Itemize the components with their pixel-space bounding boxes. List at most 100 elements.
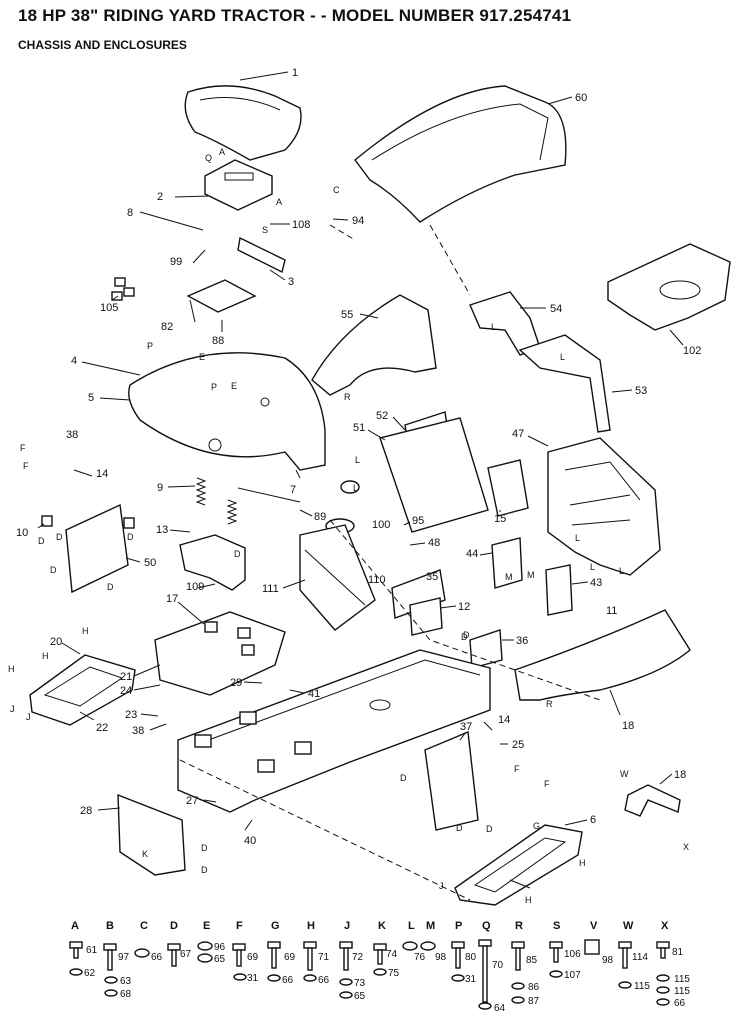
hardware-number: 66 (282, 975, 294, 986)
reference-letter: H (579, 858, 586, 868)
hardware-letter: V (590, 920, 598, 932)
spacer-part (114, 277, 126, 287)
grille-part (487, 459, 529, 517)
callout-label: 110 (368, 574, 386, 586)
hardware-number: 106 (564, 949, 581, 960)
reference-letter: D (461, 632, 468, 642)
hardware-number: 65 (214, 954, 226, 965)
bolt-icon (618, 941, 632, 949)
hardware-letter: R (515, 920, 523, 932)
hardware-letter: M (426, 920, 435, 932)
reference-letter: F (544, 779, 550, 789)
hardware-number: 66 (674, 998, 686, 1009)
bolt-icon (232, 943, 246, 951)
callout-label: 47 (512, 428, 524, 440)
bracket-plate-part (391, 569, 446, 619)
fastener-reference-letters: Q A A C S P E P E F F D D D D D D D L L … (8, 147, 689, 905)
hardware-number: 68 (120, 989, 132, 1000)
hardware-letter: S (553, 920, 560, 932)
hardware-part-numbers: 61 62 97 63 68 66 67 96 65 69 31 69 66 7… (84, 942, 690, 1014)
callout-label: 89 (314, 511, 326, 523)
bolt-icon (511, 941, 525, 949)
callout-label: 12 (458, 601, 470, 613)
front-bracket-part (117, 793, 186, 876)
callout-label: 52 (376, 410, 388, 422)
callout-label: 13 (156, 524, 168, 536)
hardware-number: 96 (214, 942, 226, 953)
hardware-letter: L (408, 920, 415, 932)
hardware-letter: W (623, 920, 634, 932)
hardware-number: 74 (386, 949, 398, 960)
seat-pan-part (154, 611, 286, 696)
reference-letter: A (219, 147, 225, 157)
reference-letter: D (56, 532, 63, 542)
mounting-plate-part (299, 524, 376, 631)
callout-label: 44 (466, 548, 478, 560)
callout-label: 20 (50, 636, 62, 648)
callout-label: 22 (96, 722, 108, 734)
callout-label: 23 (125, 709, 137, 721)
callout-label: 105 (100, 302, 118, 314)
bracket-part (469, 291, 541, 356)
callout-label: 111 (262, 583, 279, 595)
bolt-icon (339, 941, 353, 949)
hardware-letter: F (236, 920, 243, 932)
reference-letter: P (147, 341, 153, 351)
callout-label: 109 (186, 581, 204, 593)
reference-letter: J (10, 704, 15, 714)
hardware-number: 69 (284, 952, 296, 963)
reference-letter: J (26, 712, 31, 722)
hardware-number: 31 (247, 973, 259, 984)
plate-part (186, 279, 257, 313)
hardware-letter: G (271, 920, 280, 932)
bolt-icon (69, 941, 83, 949)
reference-letter: H (82, 626, 89, 636)
reference-letter: D (400, 773, 407, 783)
hardware-number: 114 (632, 952, 648, 963)
hardware-number: 76 (414, 952, 426, 963)
rubber-bumper-part (340, 480, 360, 494)
reference-letter: F (514, 764, 520, 774)
callout-label: 82 (161, 321, 173, 333)
nut-icon (134, 948, 150, 958)
lower-panel-part (65, 503, 129, 594)
callout-label: 5 (88, 392, 94, 404)
callout-label: 25 (512, 739, 524, 751)
callout-label: 38 (66, 429, 78, 441)
callout-label: 60 (575, 92, 587, 104)
callout-label: 41 (308, 688, 320, 700)
callout-label: 50 (144, 557, 156, 569)
reference-letter: C (333, 185, 340, 195)
frame-part (177, 649, 491, 813)
callout-label: 40 (244, 835, 256, 847)
hardware-number: 97 (118, 952, 130, 963)
callout-labels: 1 60 2 108 94 8 99 3 105 82 88 55 54 102… (16, 67, 701, 889)
callout-label: 21 (120, 671, 132, 683)
hardware-number: 62 (84, 968, 96, 979)
hardware-letter: H (307, 920, 315, 932)
washer-icon (402, 941, 418, 951)
reference-letter: L (590, 562, 595, 572)
hardware-number: 80 (465, 952, 477, 963)
left-foot-rest-part (29, 654, 136, 726)
hardware-number: 98 (602, 955, 614, 966)
callout-label: 48 (428, 537, 440, 549)
callout-label: 7 (290, 484, 296, 496)
reference-letter: M (527, 570, 535, 580)
reference-letter: L (575, 533, 580, 543)
reference-letter: S (262, 225, 268, 235)
reference-letter: R (344, 392, 351, 402)
callout-label: 54 (550, 303, 562, 315)
hardware-number: 85 (526, 955, 538, 966)
reference-letter: H (525, 895, 532, 905)
hardware-number: 66 (318, 975, 330, 986)
callout-label: 14 (498, 714, 510, 726)
rear-body-part (547, 437, 661, 576)
reference-letter: Q (205, 153, 212, 163)
hardware-number: 87 (528, 996, 540, 1007)
reference-letter: L (560, 352, 565, 362)
reference-letter: D (456, 823, 463, 833)
seat-part (184, 85, 302, 161)
callout-label: 9 (157, 482, 163, 494)
